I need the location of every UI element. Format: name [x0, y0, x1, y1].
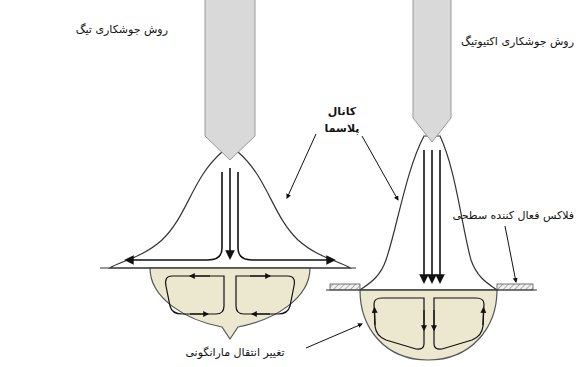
flux-layer	[330, 284, 360, 290]
workpiece-surface	[100, 267, 356, 268]
flux-layer	[497, 284, 533, 290]
flow-arrow	[238, 172, 334, 260]
callout-label: فلاکس فعال کننده سطحی	[420, 208, 574, 225]
tig-figure	[100, 0, 356, 339]
figure-heading: روش جوشکاری اکتیوتیگ	[456, 34, 574, 51]
circulation-loop	[434, 298, 484, 349]
weld-pool	[150, 268, 310, 339]
circulation-loop	[236, 276, 294, 314]
leader-line	[362, 136, 398, 200]
flow-arrow	[423, 150, 425, 282]
leader-line	[287, 134, 316, 198]
figure-heading: روش جوشکاری تیگ	[18, 22, 168, 39]
flow-arrow	[439, 150, 441, 282]
workpiece-surface	[326, 289, 537, 290]
flow-arrow	[431, 150, 433, 282]
electrode	[413, 0, 451, 142]
callout-label: کانال پلاسما	[318, 104, 366, 137]
flow-arrow	[229, 168, 231, 258]
arc-plasma	[110, 152, 350, 268]
circulation-loop	[374, 298, 424, 349]
leader-line	[306, 324, 362, 348]
flow-arrow	[126, 172, 222, 260]
circulation-loop	[166, 276, 224, 314]
leader-line	[505, 226, 516, 282]
atig-figure	[326, 0, 537, 360]
callout-label: تغییر انتقال مارانگونی	[160, 345, 310, 362]
weld-pool	[360, 290, 497, 360]
electrode	[205, 0, 255, 160]
